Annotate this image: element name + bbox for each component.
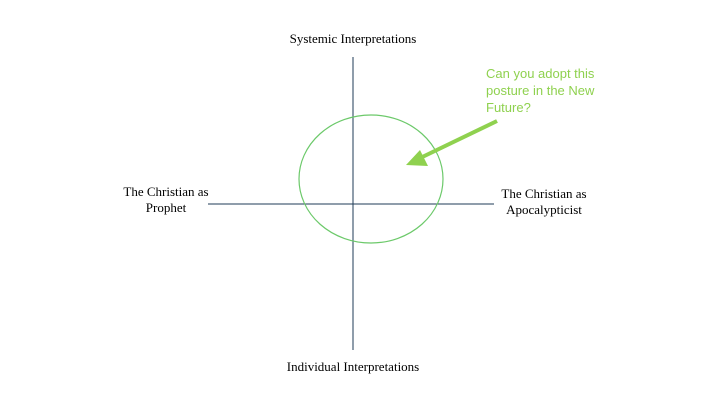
- right-axis-label-line: Apocalypticist: [506, 202, 582, 217]
- left-axis-label: The Christian as Prophet: [100, 184, 232, 216]
- right-axis-label-line: The Christian as: [501, 186, 587, 201]
- posture-circle: [298, 114, 444, 244]
- callout-text: Can you adopt this posture in the New Fu…: [486, 65, 636, 116]
- callout-arrow: [413, 119, 498, 163]
- callout-line: Can you adopt this: [486, 66, 595, 81]
- bottom-axis-label: Individual Interpretations: [286, 359, 420, 374]
- left-axis-label-line: Prophet: [145, 200, 187, 215]
- callout-arrowhead: [406, 150, 428, 166]
- right-axis-label: The Christian as Apocalypticist: [478, 186, 610, 218]
- callout-line: posture in the New: [486, 83, 595, 98]
- top-axis-label: Systemic Interpretations: [289, 31, 417, 46]
- left-axis-label-line: The Christian as: [123, 184, 209, 199]
- callout-line: Future?: [486, 100, 531, 115]
